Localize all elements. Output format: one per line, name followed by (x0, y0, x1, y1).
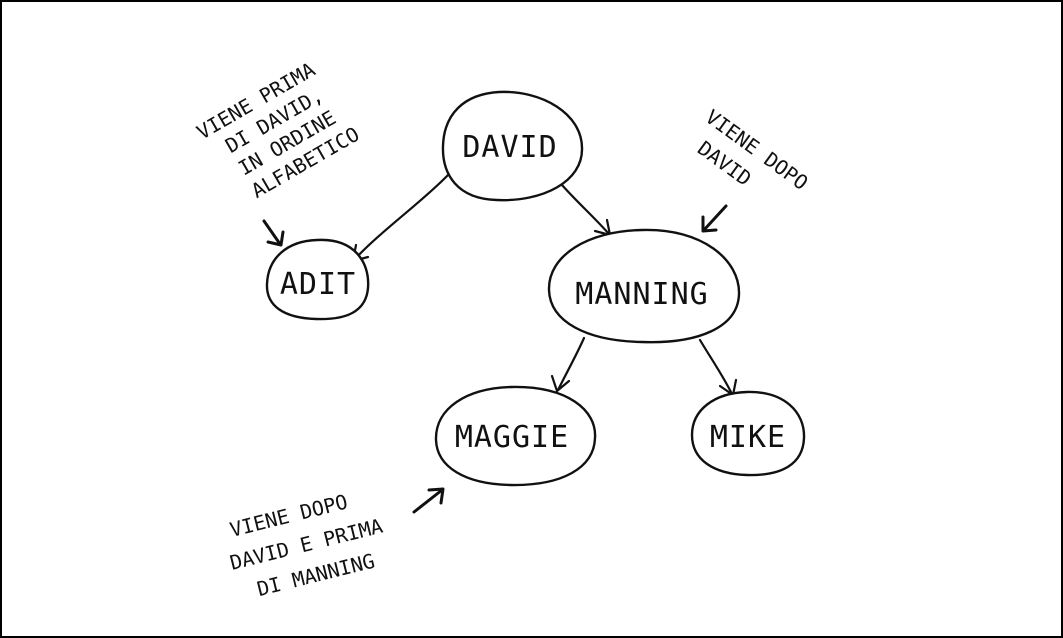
node-david: DAVID (441, 90, 584, 202)
pointer-arrow-maggie (412, 487, 445, 514)
node-maggie: MAGGIE (434, 385, 597, 487)
pointer-arrow-adit (262, 219, 285, 247)
node-adit: ADIT (265, 238, 370, 321)
annotation-adit: VIENE PRIMA DI DAVID, IN ORDINE ALFABETI… (193, 57, 363, 247)
pointer-arrow-manning (701, 204, 728, 233)
node-mike: MIKE (690, 390, 806, 477)
node-manning: MANNING (547, 228, 741, 344)
edge-david-manning (560, 183, 612, 237)
node-label-david: DAVID (462, 130, 557, 165)
node-label-manning: MANNING (575, 277, 708, 312)
edge-david-adit (351, 173, 450, 263)
annotation-manning: VIENE DOPO DAVID (693, 105, 813, 233)
node-label-mike: MIKE (710, 420, 786, 455)
node-label-adit: ADIT (280, 267, 356, 302)
edge-manning-mike (698, 338, 738, 397)
annotation-maggie: VIENE DOPO DAVID E PRIMA DI MANNING (227, 487, 445, 601)
node-label-maggie: MAGGIE (455, 420, 569, 455)
edge-manning-maggie (550, 336, 586, 393)
